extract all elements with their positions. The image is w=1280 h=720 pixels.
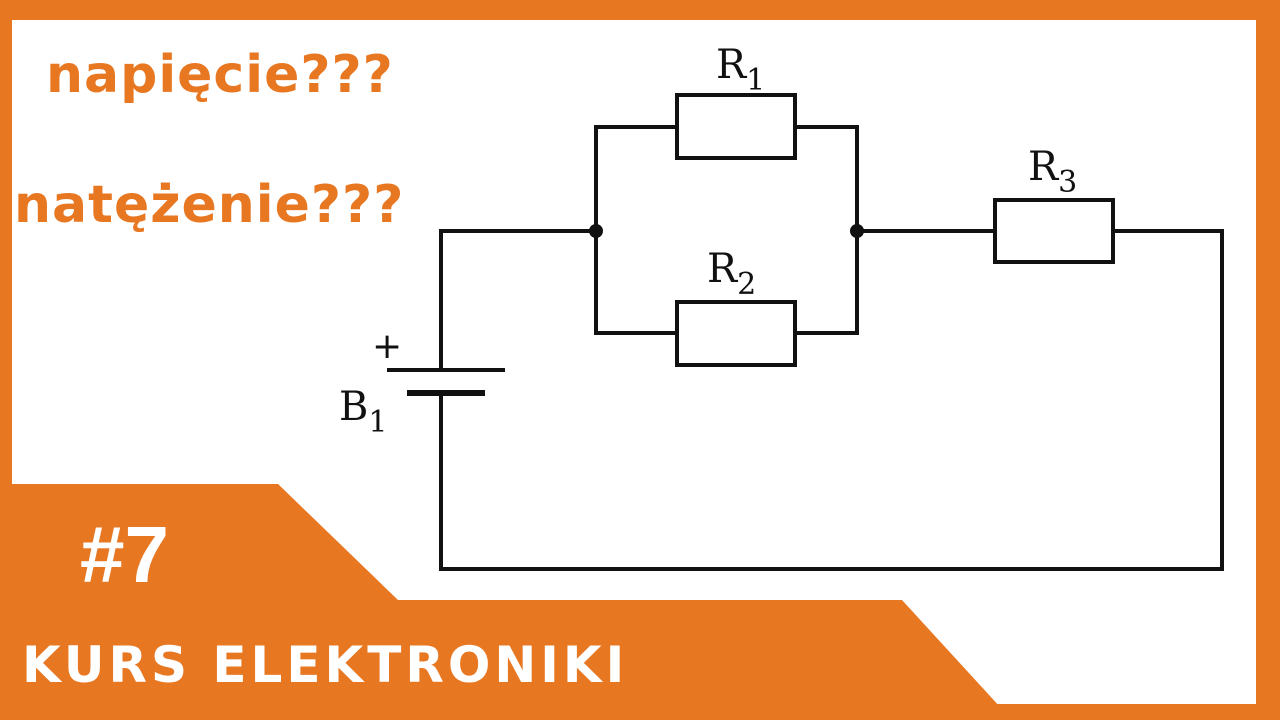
wire-return-loop <box>439 229 1224 571</box>
wire-r1-right <box>793 125 859 233</box>
wire-r2-left <box>594 229 679 335</box>
bottom-banner <box>0 484 1012 720</box>
current-question: natężenie??? <box>14 175 404 235</box>
r2-label: R2 <box>707 246 756 302</box>
junction-right <box>850 224 864 238</box>
resistor-r3 <box>993 198 1115 264</box>
r1-label: R1 <box>716 42 765 98</box>
r3-label: R3 <box>1028 144 1077 200</box>
circuit-diagram <box>387 93 1224 571</box>
b1-label: B1 <box>339 384 388 440</box>
battery-plus-sign: + <box>372 326 402 367</box>
resistor-r2 <box>675 300 797 367</box>
wire-left-top <box>439 229 598 372</box>
resistor-r1 <box>675 93 797 160</box>
wire-r1-left <box>594 125 679 233</box>
episode-number: #7 <box>80 510 169 599</box>
series-title: KURS ELEKTRONIKI <box>22 636 628 694</box>
junction-left <box>589 224 603 238</box>
voltage-question: napięcie??? <box>46 45 394 105</box>
wire-r2-right <box>793 229 859 335</box>
